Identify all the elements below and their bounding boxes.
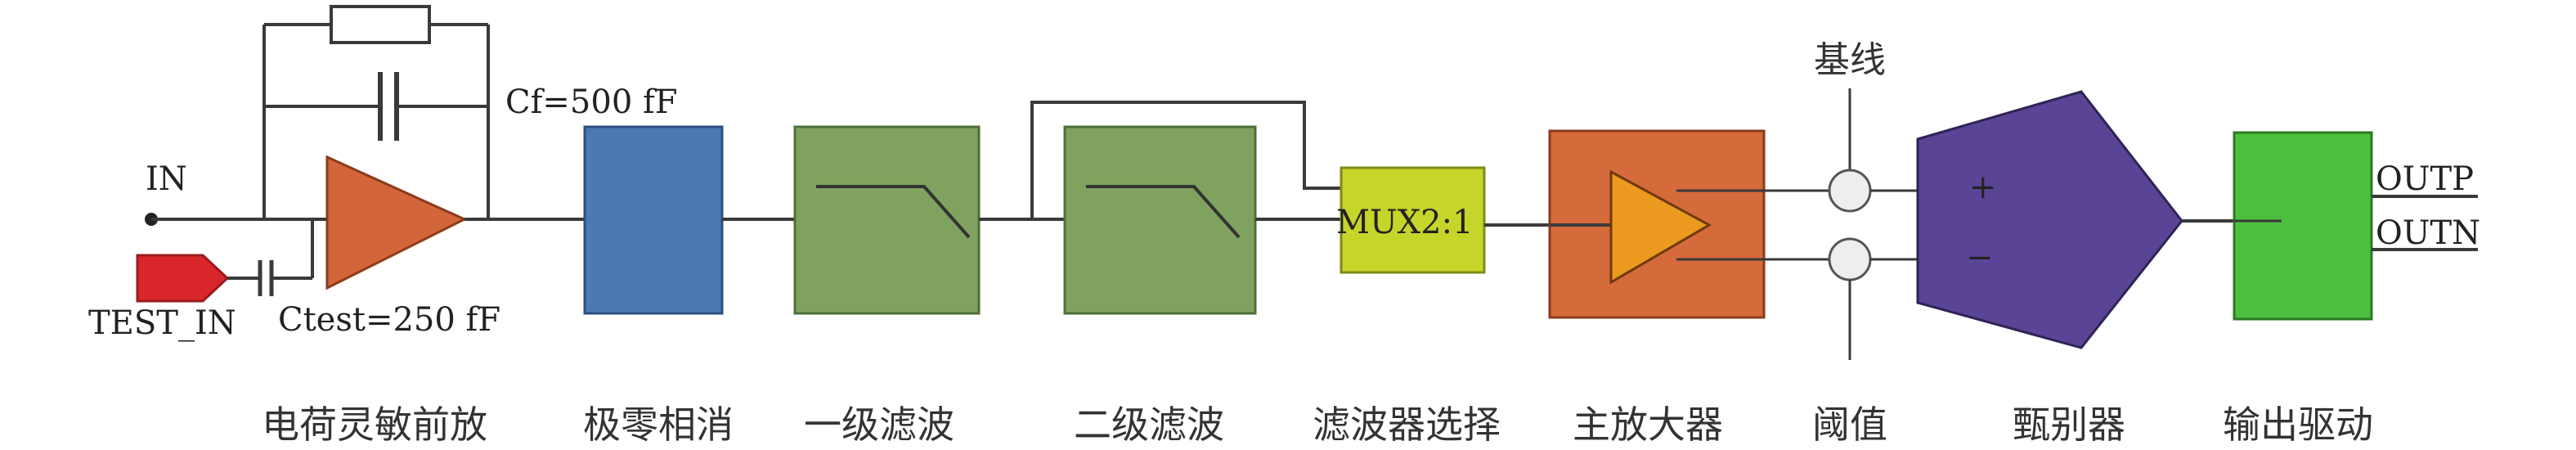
- filter1-response-icon: [816, 185, 971, 239]
- test-input: TEST_IN Ctest=250 fF: [88, 219, 500, 342]
- in-label: IN: [146, 160, 187, 198]
- filter1-rect: [793, 125, 981, 315]
- caption-amp: 主放大器: [1573, 403, 1723, 447]
- test-in-label: TEST_IN: [88, 304, 236, 342]
- test-in-flag: [136, 254, 230, 303]
- caption-pz: 极零相消: [583, 403, 734, 447]
- bypass-wire: [1030, 101, 1341, 219]
- filter2-block: [1063, 125, 1341, 315]
- pz-rect: [583, 125, 724, 315]
- disc-shape: [1916, 90, 2183, 349]
- filter2-response-icon: [1086, 185, 1241, 239]
- pz-block: [583, 125, 795, 315]
- driver-rect: [2233, 131, 2373, 321]
- caption-threshold: 阈值: [1812, 403, 1887, 447]
- outn-label: OUTN: [2376, 214, 2480, 252]
- ctest-label: Ctest=250 fF: [278, 301, 500, 339]
- disc-plus: +: [1969, 169, 1997, 206]
- cf-label: Cf=500 fF: [505, 83, 678, 121]
- mux-label: MUX2:1: [1336, 204, 1474, 241]
- caption-disc: 甄别器: [2013, 403, 2125, 447]
- threshold-junction: [1828, 237, 1872, 281]
- csa-amplifier: [325, 155, 468, 290]
- disc-block: + −: [1916, 90, 2234, 349]
- caption-filter1: 一级滤波: [804, 403, 954, 447]
- baseline-label: 基线: [1814, 39, 1886, 81]
- caption-filter2: 二级滤波: [1074, 403, 1224, 447]
- caption-csa: 电荷灵敏前放: [262, 403, 487, 447]
- amp-block: [1548, 129, 1830, 319]
- amp-triangle: [1609, 169, 1712, 285]
- mux-block: MUX2:1: [1336, 166, 1550, 274]
- caption-mux: 滤波器选择: [1313, 403, 1501, 447]
- mux-rect: [1340, 166, 1486, 274]
- feedback-network: Cf=500 fF: [209, 5, 678, 221]
- csa-block: [325, 155, 585, 290]
- feedback-resistor: [330, 5, 431, 44]
- filter2-rect: [1063, 125, 1257, 315]
- threshold-section: 基线: [1814, 39, 1918, 360]
- filter1-block: [793, 125, 1065, 315]
- driver-block: OUTP OUTN: [2233, 131, 2480, 321]
- caption-driver: 输出驱动: [2223, 403, 2373, 447]
- outp-label: OUTP: [2376, 160, 2474, 198]
- disc-minus: −: [1966, 239, 1994, 277]
- input-section: IN: [145, 160, 209, 226]
- baseline-junction: [1828, 169, 1872, 213]
- block-captions: 电荷灵敏前放 极零相消 一级滤波 二级滤波 滤波器选择 主放大器 阈值 甄别器 …: [262, 403, 2373, 447]
